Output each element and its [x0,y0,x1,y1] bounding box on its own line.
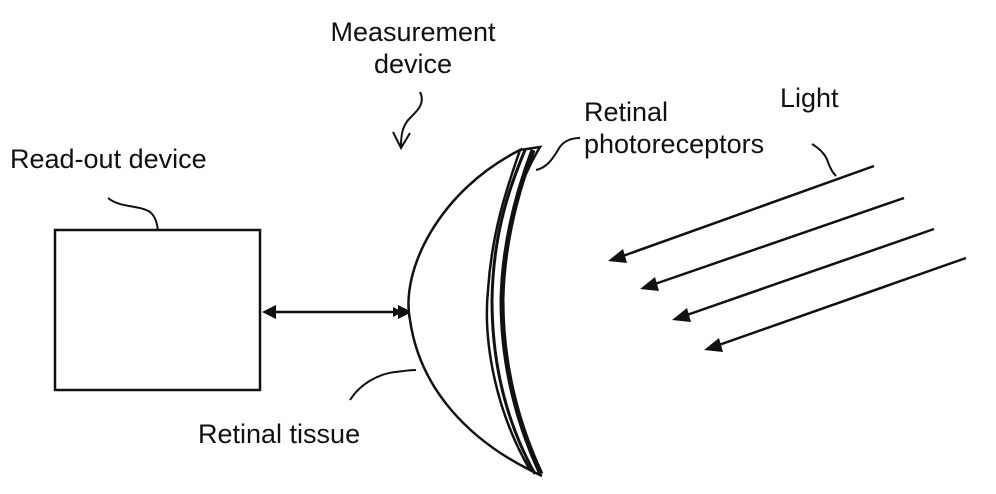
read-out-device-label: Read-out device [10,144,207,174]
connection-arrow-left-head [262,305,276,319]
retinal-photoreceptors-label-line1: Retinal [584,97,669,127]
light-ray-1-head [608,249,627,263]
retinal-photoreceptors-label-line2: photoreceptors [584,129,765,159]
photoreceptor-layer-outer [490,149,537,475]
light-ray-3 [683,227,935,318]
retinal-photoreceptors-leader [535,137,581,171]
light-ray-3-head [672,308,691,322]
read-out-device-box [53,228,262,392]
light-leader [811,143,837,177]
photoreceptor-top-cap [519,145,543,179]
light-ray-2-head [640,277,659,291]
light-label: Light [780,83,839,113]
light-ray-2 [651,196,905,287]
measurement-device-label-line1: Measurement [330,17,496,47]
light-ray-1 [619,164,875,259]
photoreceptor-bottom-cap [529,468,543,478]
photoreceptor-layer-inner [499,149,544,476]
retinal-photoreceptors-label: Retinal photoreceptors [584,96,764,160]
retinal-tissue-label: Retinal tissue [198,419,361,449]
retinal-tissue-shape [407,147,534,473]
retinal-tissue-leader [349,369,417,401]
measurement-device-pointer-head [392,131,411,151]
measurement-device-pointer [400,91,423,147]
light-ray-4-head [704,338,723,352]
connection-arrow-right-head [398,305,412,319]
light-ray-4 [715,256,967,348]
read-out-device-leader [107,197,159,231]
measurement-device-label: Measurement device [318,16,508,80]
measurement-device-label-line2: device [373,49,453,79]
